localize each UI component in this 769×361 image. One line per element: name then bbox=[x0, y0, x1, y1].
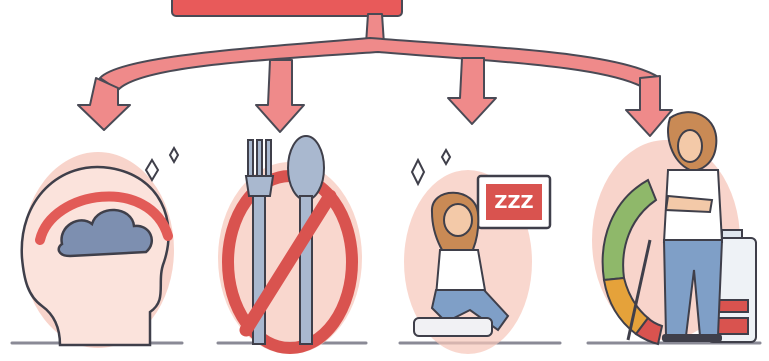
panel-loss-of-appetite bbox=[218, 136, 362, 354]
mattress bbox=[414, 318, 492, 336]
arrow-branch-2 bbox=[256, 60, 304, 132]
arm bbox=[666, 196, 712, 212]
zzz-text: ZZZ bbox=[494, 192, 533, 213]
arrow-band bbox=[100, 38, 660, 90]
panel-brain-fog bbox=[22, 148, 178, 348]
face bbox=[678, 130, 702, 162]
shoes bbox=[662, 334, 722, 342]
arrow-branch-3 bbox=[448, 58, 496, 124]
panel-low-energy bbox=[592, 112, 756, 344]
branching-arrows bbox=[78, 14, 672, 136]
sparkle-icon bbox=[146, 148, 178, 180]
zzz-badge: ZZZ bbox=[478, 176, 550, 228]
arrow-branch-4 bbox=[626, 76, 672, 136]
face bbox=[444, 204, 472, 236]
panel-insomnia: ZZZ bbox=[404, 150, 550, 354]
